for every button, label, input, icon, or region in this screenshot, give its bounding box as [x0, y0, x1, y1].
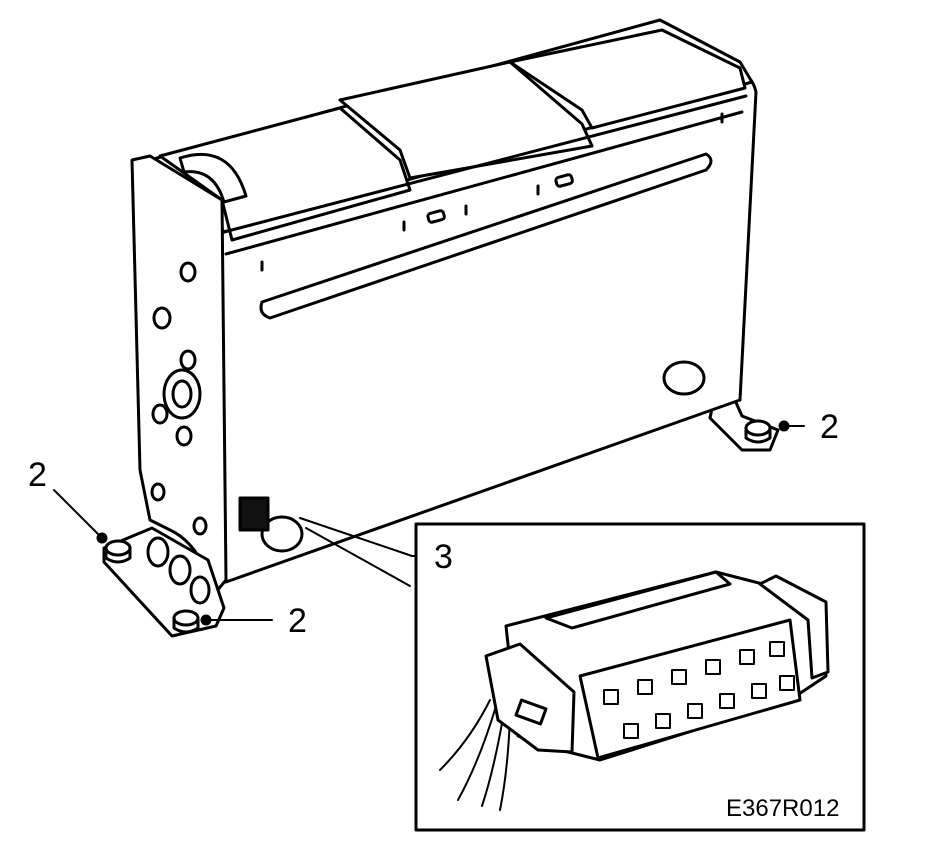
mounting-bolts	[104, 419, 772, 634]
callout-2-left-bottom: 2	[288, 602, 307, 640]
connector-latch-right	[758, 574, 830, 680]
foot-boss-2	[168, 554, 192, 586]
connector-socket	[238, 496, 270, 532]
terminal-cavity	[623, 723, 639, 739]
connector-top-rail	[544, 570, 732, 630]
top-cover-right	[508, 28, 747, 130]
terminal-cavities	[603, 641, 795, 739]
top-cover-rib	[178, 152, 248, 204]
terminal-cavity	[603, 689, 619, 705]
foot-boss-1	[146, 536, 170, 568]
front-panel-hole-right	[662, 360, 706, 396]
drawing-code: E367R012	[726, 795, 839, 822]
side-hole-7	[192, 516, 208, 536]
bolt-left-bottom	[172, 609, 200, 634]
side-hole-1	[179, 261, 197, 283]
terminal-cavity	[687, 703, 703, 719]
front-panel-slot	[259, 152, 713, 320]
callout-2-right: 2	[820, 408, 839, 446]
side-hole-3	[179, 349, 197, 371]
side-hole-6	[150, 482, 166, 502]
front-panel-hole-left	[260, 515, 304, 553]
terminal-cavity	[751, 683, 767, 699]
connector-detail-inset	[414, 522, 866, 832]
foot-boss-3	[189, 575, 211, 605]
side-hole-2	[152, 306, 172, 330]
terminal-cavity	[719, 693, 735, 709]
lip-slot-2	[554, 173, 574, 188]
lip-ticks	[260, 112, 724, 272]
side-hole-4	[151, 403, 169, 425]
lip-slot-1	[426, 209, 446, 224]
control-module	[102, 18, 780, 638]
terminal-cavity	[705, 659, 721, 675]
terminal-cavity	[779, 675, 795, 691]
terminal-cavity	[637, 679, 653, 695]
terminal-cavity	[739, 649, 755, 665]
terminal-cavity	[655, 713, 671, 729]
leader-dot-3	[778, 420, 790, 432]
callout-3-connector: 3	[434, 538, 453, 576]
side-hole-5	[175, 425, 193, 447]
leader-bolt-left-top	[53, 489, 101, 537]
connector-latch-left	[484, 642, 576, 754]
side-hole-large-inner	[171, 379, 193, 409]
terminal-cavity	[671, 669, 687, 685]
bolt-right	[744, 419, 772, 444]
latch-window	[514, 698, 548, 726]
housing-front-lip	[222, 94, 748, 256]
callout-2-left-top: 2	[28, 456, 47, 494]
terminal-cavity	[769, 641, 785, 657]
wire-bundle	[439, 699, 511, 811]
bolt-left-top	[104, 539, 132, 564]
mounting-foot-left	[102, 526, 226, 638]
leader-dot-1	[96, 532, 108, 544]
leader-dot-2	[200, 614, 212, 626]
